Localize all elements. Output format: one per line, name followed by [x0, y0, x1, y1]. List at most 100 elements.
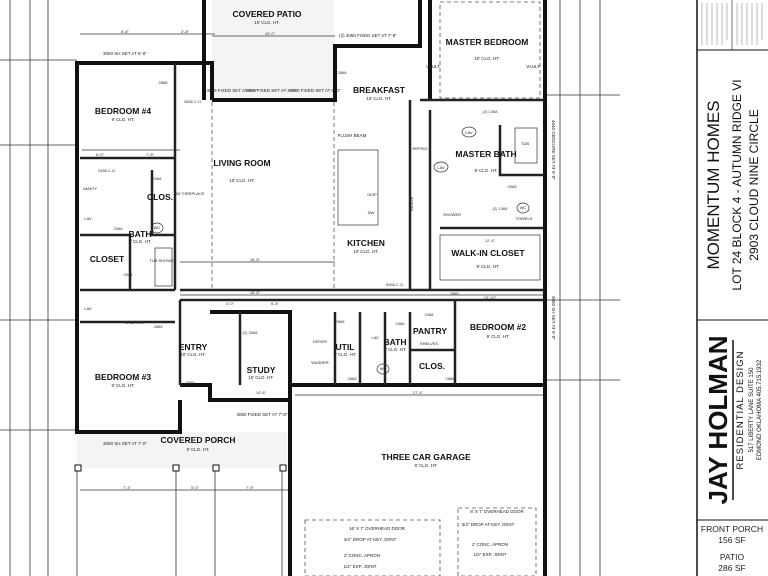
- porch-slab: [77, 432, 287, 468]
- plan-notes: FLUSH BEAM VAULT VAULT 16' X 7' OVERHEAD…: [338, 64, 541, 569]
- dimension: 12'-4": [485, 238, 496, 243]
- door-callout: 2468 C.O.: [126, 320, 144, 325]
- room-util: UTIL: [336, 342, 355, 352]
- ceiling-height: 9' CLG. HT.: [128, 239, 151, 244]
- lav-label: LAV: [465, 130, 473, 135]
- ceiling-height: 9' CLG. HT.: [474, 168, 497, 173]
- room-covered-patio: COVERED PATIO: [232, 9, 301, 19]
- dimension: 10'-10": [484, 295, 497, 300]
- ceiling-height: 9' CLG. HT.: [111, 117, 134, 122]
- room-closet: CLOS.: [147, 192, 173, 202]
- ceiling-height: 10' CLG. HT.: [180, 352, 206, 357]
- designer-subtitle: RESIDENTIAL DESIGN: [735, 350, 746, 469]
- vault-note: VAULT: [426, 64, 440, 69]
- dimension: 7'-8": [146, 152, 155, 157]
- room-closet-2: CLOS.: [419, 361, 445, 371]
- room-pantry: PANTRY: [413, 326, 447, 336]
- door-callout: 2868: [338, 70, 348, 75]
- overhead-door-note: 8' X 7' OVERHEAD DOOR: [470, 509, 524, 514]
- lav-label: LAV: [437, 165, 445, 170]
- window-callout: 3050 SH SET AT 6'-8": [551, 296, 556, 340]
- window-callout: 3050 SH SET AT 6'-6": [103, 51, 147, 56]
- client-name: MOMENTUM HOMES: [704, 100, 723, 269]
- interior-walls: [80, 1, 545, 576]
- expansion-joint-note: 1/2" EXP. JOINT: [343, 564, 376, 569]
- door-callout: 2868: [446, 376, 456, 381]
- door-callout: 2468: [396, 321, 406, 326]
- door-callout: 5068 C.O.: [386, 282, 404, 287]
- porch-columns: [74, 464, 287, 472]
- fixtures: LAV LAV LAV LAV LAV WC WC WC TUB SHOWER …: [83, 126, 538, 375]
- drop-note: 3/4" DROP AT KEY JOINT: [344, 537, 397, 542]
- wc-label: WC: [154, 225, 161, 230]
- wc-label: WC: [520, 205, 527, 210]
- room-bath-2: BATH: [384, 337, 407, 347]
- ceiling-height: 9' CLG. HT.: [333, 352, 356, 357]
- window-callout: 3050 SH SET AT 7'-0": [103, 441, 147, 446]
- drop-note: 3/4" DROP AT KEY JOINT: [462, 522, 515, 527]
- door-callout: 2868: [348, 376, 358, 381]
- refrigerator-label: REFRIG: [412, 146, 427, 151]
- door-callout: 2868: [159, 80, 169, 85]
- front-porch-area: 156 SF: [718, 535, 745, 545]
- lav-label: LAV: [84, 216, 92, 221]
- front-porch-label: FRONT PORCH: [701, 524, 763, 534]
- disclaimer-notes: [701, 3, 763, 45]
- door-callout: 2068: [114, 226, 124, 231]
- patio-slab: [212, 0, 334, 102]
- designer-contact: EDMOND OKLAHOMA 405.715.1932: [757, 359, 763, 460]
- window-callout: (2) 3060 FIXED SET AT 7'-8": [339, 33, 397, 38]
- dimension: 7'-4": [123, 485, 132, 490]
- dimension-lines: [0, 0, 620, 576]
- room-walk-in-closet: WALK-IN CLOSET: [451, 248, 525, 258]
- patio-label: PATIO: [720, 552, 745, 562]
- room-entry: ENTRY: [179, 342, 208, 352]
- towels-label: TOWELS: [516, 216, 533, 221]
- ceiling-height: 9' CLG. HT.: [111, 383, 134, 388]
- overhead-door-note: 16' X 7' OVERHEAD DOOR: [349, 526, 406, 531]
- fireplace-label: 36" FIREPLACE: [175, 191, 205, 196]
- vault-note: VAULT: [526, 64, 540, 69]
- room-study: STUDY: [247, 365, 276, 375]
- ceiling-height: 9' CLG. HT.: [414, 463, 437, 468]
- room-bedroom-3: BEDROOM #3: [95, 372, 151, 382]
- dimension: 6'-8": [271, 301, 280, 306]
- room-bath: BATH: [129, 229, 152, 239]
- dimension: 18'-8": [250, 290, 261, 295]
- dimension: 18'-8": [250, 257, 261, 262]
- shower-label: SHOWER: [443, 212, 461, 217]
- room-three-car-garage: THREE CAR GARAGE: [381, 452, 471, 462]
- room-master-bedroom: MASTER BEDROOM: [446, 37, 529, 47]
- dimension: 27'-4": [413, 390, 424, 395]
- room-kitchen: KITCHEN: [347, 238, 385, 248]
- ceiling-height: 10' CLG. HT.: [474, 56, 500, 61]
- patio-area: 286 SF: [718, 563, 745, 573]
- window-callout: 4040 OBSCURE SET AT 6'-8": [551, 120, 556, 180]
- dimension: 6'-0": [96, 152, 105, 157]
- dimension: 10'-8": [256, 390, 267, 395]
- dimension: 7'-9": [246, 485, 255, 490]
- title-block: MOMENTUM HOMES LOT 24 BLOCK 4 - AUTUMN R…: [696, 0, 768, 576]
- designer-address: 517 LIBERTY LANE SUITE 150: [749, 367, 755, 452]
- dimension: 3'-8": [181, 29, 190, 34]
- tub-label: TUB: [521, 141, 529, 146]
- dimension: 15'-0": [265, 31, 276, 36]
- door-callout: (2) 1368: [483, 109, 499, 114]
- dimension: 8'-8": [121, 29, 130, 34]
- door-callout: 2468 C.O.: [98, 168, 116, 173]
- ceiling-height: 9' CLG. HT.: [186, 447, 209, 452]
- ceiling-height: 10' CLG. HT.: [353, 249, 379, 254]
- ceiling-height: 10' CLG. HT.: [248, 375, 274, 380]
- ceiling-height: 10' CLG. HT.: [366, 96, 392, 101]
- room-living-room: LIVING ROOM: [213, 158, 270, 168]
- dryer-label: DRYER: [313, 339, 327, 344]
- door-callout: 2068: [153, 176, 163, 181]
- lav-label: LAV: [371, 335, 379, 340]
- door-callout: (2) 1368: [493, 206, 509, 211]
- dishwasher-label: DW: [368, 210, 375, 215]
- door-callout: 2068: [508, 184, 518, 189]
- exterior-walls: [75, 0, 547, 576]
- door-callout: (2) 3068: [243, 330, 259, 335]
- door-callout: 2468: [425, 312, 435, 317]
